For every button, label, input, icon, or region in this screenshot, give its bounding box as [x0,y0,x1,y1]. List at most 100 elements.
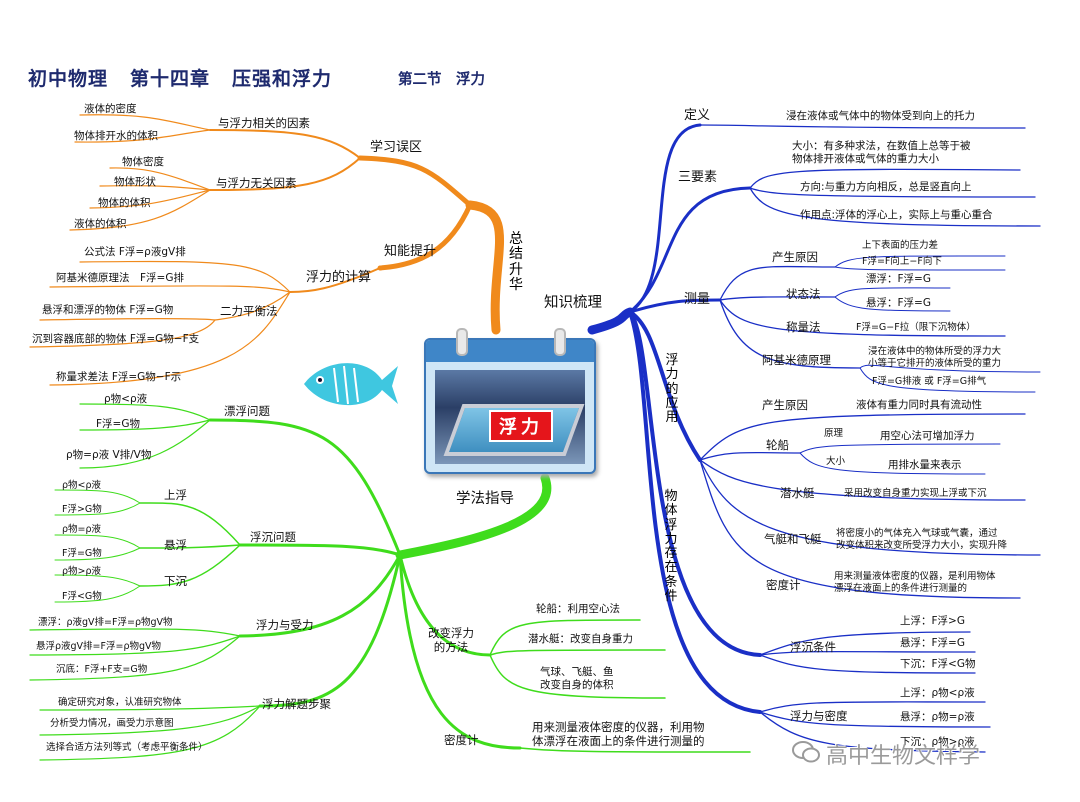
condition-node: 物体浮力存在条件 [664,489,678,605]
sub-node: 潜水艇 [780,486,815,500]
three-point: 作用点:浮体的浮心上，实际上与重心重合 [800,209,993,221]
related-item: 液体的密度 [84,103,137,115]
app-cause-text: 液体有重力同时具有流动性 [856,399,982,411]
fuchen-down-item: ρ物>ρ液 [62,566,102,577]
fuchen-node: 浮沉问题 [250,530,296,544]
orange-root: 总结升华 [509,231,523,294]
center-node: 浮力 [424,328,596,474]
calc-sink: 沉到容器底部的物体 F浮=G物−F支 [32,333,200,345]
sub-text: 采用改变自身重力实现上浮或下沉 [844,488,987,499]
arch-formula: F浮=G排液 或 F浮=G排气 [872,376,987,387]
piaofu-item: ρ物=ρ液 V排/V物 [66,449,152,461]
fuchen-down: 下沉 [164,574,187,588]
force-item: 沉底：F浮+F支=G物 [56,664,148,675]
three-node: 三要素 [678,170,718,185]
calc-archimedes: 阿基米德原理法 F浮=G排 [56,272,184,284]
change-item: 潜水艇：改变自身重力 [528,633,633,645]
change-node: 改变浮力 的方法 [428,626,474,655]
steps-node: 浮力解题步聚 [262,697,331,711]
arch-node: 阿基米德原理 [762,353,831,367]
ship-node: 轮船 [766,438,789,452]
title-topic: 压强和浮力 [232,68,333,90]
blue-root: 知识梳理 [544,295,602,311]
unrelated-item: 物体形状 [114,176,156,188]
state-suspend: 悬浮：F浮=G [866,297,931,309]
ship-principle: 原理 [824,428,844,439]
density-hang: 悬浮：ρ物=ρ液 [900,711,975,723]
unrelated-item: 物体密度 [122,156,164,168]
zhineng-node: 知能提升 [384,244,437,259]
ship-principle-text: 用空心法可增加浮力 [880,430,975,442]
fish-icon [304,363,398,406]
page-subtitle: 第二节 浮力 [398,72,485,88]
force-item: 悬浮ρ液gV排=F浮=ρ物gV物 [36,641,162,652]
unrelated-node: 与浮力无关因素 [216,176,297,190]
steps-item: 分析受力情况，画受力示意图 [50,718,174,729]
piaofu-node: 漂浮问题 [224,404,270,418]
fuchen-up: 上浮 [164,488,187,502]
balloon-text: 将密度小的气体充入气球或气囊，通过 改变体积来改变所受浮力大小，实现升降 [836,528,1008,551]
sinkfloat-up: 上浮：F浮>G [900,615,965,627]
fuchen-hang: 悬浮 [164,538,187,552]
measure-cause-formula: F浮=F向上−F向下 [862,256,942,267]
fuchen-up-item: F浮>G物 [62,504,102,515]
piaofu-item: F浮=G物 [96,418,140,430]
app-cause: 产生原因 [762,398,808,412]
title-chapter: 第十四章 [130,68,211,90]
force-item: 漂浮：ρ液gV排=F浮=ρ物gV物 [38,617,173,628]
density-down: 下沉：ρ物>ρ液 [900,736,975,748]
measure-cause-text: 上下表面的压力差 [862,240,939,251]
hydro-node: 密度计 [444,733,479,747]
unrelated-item: 液体的体积 [74,218,127,230]
ring-icon [456,328,468,356]
sinkfloat-node: 浮沉条件 [790,640,836,654]
wechat-icon [792,741,820,763]
ring-icon [554,328,566,356]
balloon-node: 气艇和飞艇 [764,532,822,546]
center-label: 浮力 [489,410,553,442]
three-direction: 方向:与重力方向相反，总是竖直向上 [800,181,972,193]
arch-text: 浸在液体中的物体所受的浮力大 小等于它排开的液体所受的重力 [868,346,1002,369]
unrelated-item: 物体的体积 [98,197,151,209]
title-course: 初中物理 [28,68,109,90]
related-item: 物体排开水的体积 [74,130,158,142]
hydrometer-node: 密度计 [766,578,801,592]
fuchen-up-item: ρ物<ρ液 [62,480,102,491]
calc-node: 浮力的计算 [306,270,372,285]
fuchen-hang-item: ρ物=ρ液 [62,524,102,535]
piaofu-item: ρ物<ρ液 [104,393,148,405]
density-up: 上浮：ρ物<ρ液 [900,687,975,699]
definition-node: 定义 [684,108,711,123]
weigh-text: F浮=G−F拉（限下沉物体） [856,322,976,333]
ship-size: 大小 [826,456,846,467]
application-node: 浮力的应用 [665,353,679,426]
fuchen-hang-item: F浮=G物 [62,548,102,559]
pool-illustration: 浮力 [435,370,585,464]
sinkfloat-hang: 悬浮：F浮=G [900,637,965,649]
density-node: 浮力与密度 [790,709,848,723]
change-item: 轮船：利用空心法 [536,603,620,615]
calc-weigh: 称量求差法 F浮=G物−F示 [56,371,182,383]
measure-cause: 产生原因 [772,250,818,264]
state-node: 状态法 [786,287,821,301]
hydro-text: 用来测量液体密度的仪器，利用物 体漂浮在液面上的条件进行测量的 [532,720,705,749]
steps-item: 选择合适方法列等式（考虑平衡条件） [46,742,208,753]
balance-node: 二力平衡法 [220,304,278,318]
measure-node: 测量 [684,292,711,307]
calendar-header [426,340,594,362]
hydrometer-text: 用来测量液体密度的仪器，是利用物体 漂浮在液面上的条件进行测量的 [834,571,996,594]
green-root: 学法指导 [456,491,514,507]
state-float: 漂浮：F浮=G [866,273,931,285]
sinkfloat-down: 下沉：F浮<G物 [900,658,976,670]
ship-size-text: 用排水量来表示 [888,459,962,471]
watermark-text: 高中生物文样学 [826,744,981,769]
change-item: 气球、飞艇、鱼 改变自身的体积 [540,666,614,692]
weigh-node: 称量法 [786,320,821,334]
definition-text: 浸在液体或气体中的物体受到向上的托力 [786,110,975,122]
fuchen-down-item: F浮<G物 [62,591,102,602]
related-node: 与浮力相关的因素 [218,116,310,130]
calc-float: 悬浮和漂浮的物体 F浮=G物 [42,304,174,316]
xuexi-node: 学习误区 [370,140,423,155]
